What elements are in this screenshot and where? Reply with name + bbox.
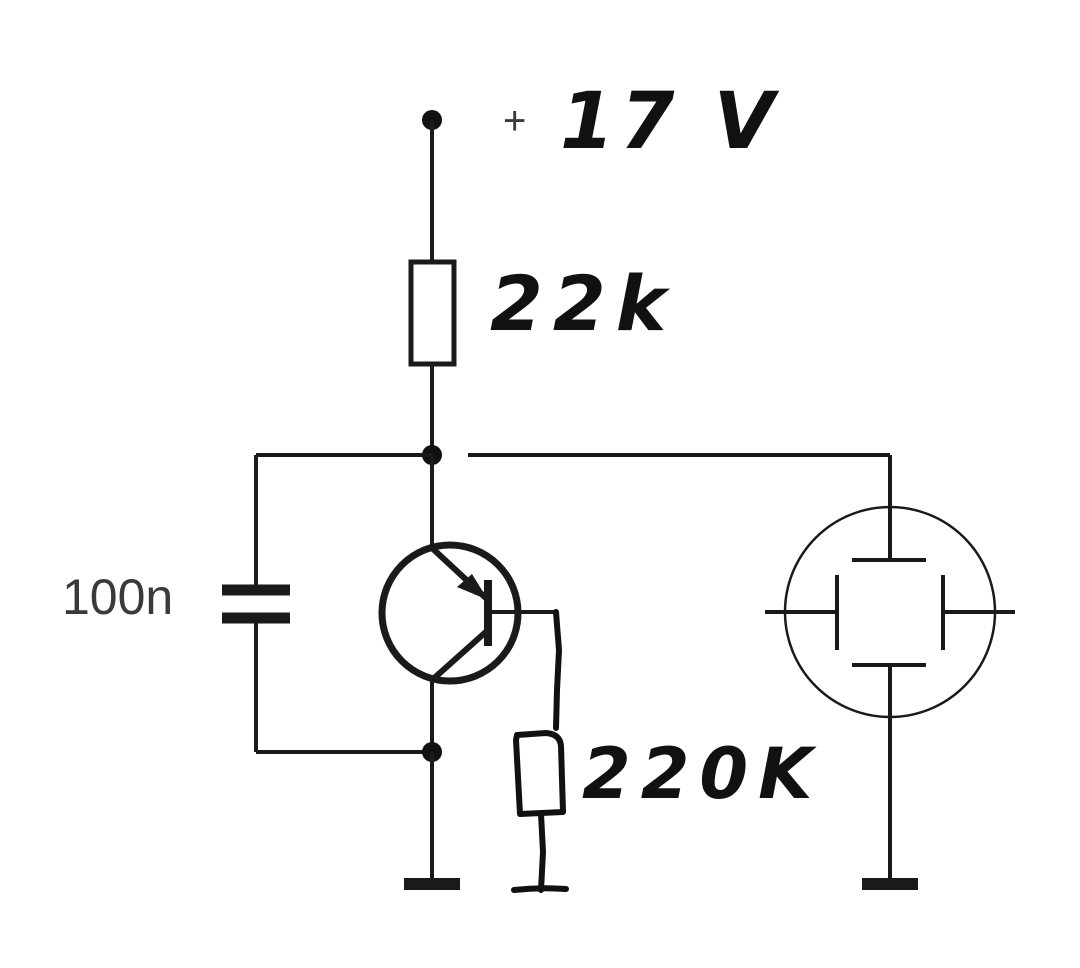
capacitor [222,584,290,624]
supply-voltage-label: 17 V [560,77,780,167]
lamp-symbol [765,455,1015,878]
capacitor-label: 100n [62,569,173,625]
emitter-arrow-icon [457,574,488,600]
collector-resistor-label: 22k [490,259,676,348]
collector-resistor [408,259,457,367]
transistor [378,455,556,752]
supply-plus-label: + [503,99,526,143]
base-resistor [511,609,569,893]
base-resistor-label: 220K [582,733,822,815]
